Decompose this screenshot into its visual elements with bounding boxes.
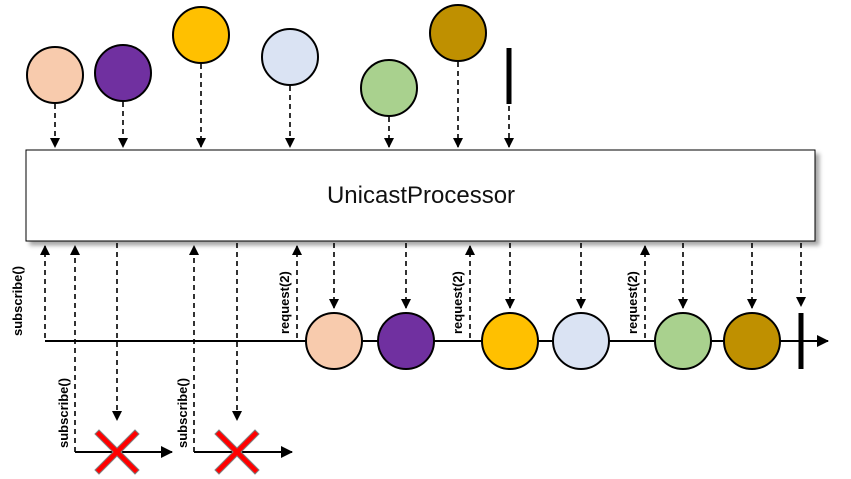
error-cross-icon bbox=[214, 429, 260, 475]
request-arrows bbox=[40, 245, 650, 452]
downstream-marble-4 bbox=[552, 312, 610, 370]
downstream-marble-5 bbox=[654, 312, 712, 370]
request-label-1: request(2) bbox=[277, 271, 292, 334]
processor-label: UnicastProcessor bbox=[327, 182, 515, 209]
upstream-arrows bbox=[50, 62, 514, 148]
emission-arrows bbox=[112, 243, 806, 421]
request-label-3: request(2) bbox=[625, 271, 640, 334]
upstream-marble-3 bbox=[172, 6, 230, 64]
downstream-marble-2 bbox=[377, 312, 435, 370]
processor-box bbox=[25, 149, 816, 242]
upstream-marble-4 bbox=[261, 28, 319, 86]
subscribe-label-main: subscribe() bbox=[10, 266, 25, 336]
error-cross-icon bbox=[94, 429, 140, 475]
downstream-marble-1 bbox=[305, 312, 363, 370]
downstream-marble-3 bbox=[481, 312, 539, 370]
upstream-marble-1 bbox=[26, 46, 84, 104]
upstream-marble-2 bbox=[94, 44, 152, 102]
upstream-marble-5 bbox=[360, 59, 418, 117]
upstream-marble-6 bbox=[429, 4, 487, 62]
downstream-marble-6 bbox=[723, 312, 781, 370]
request-label-2: request(2) bbox=[450, 271, 465, 334]
upstream-marbles bbox=[26, 4, 512, 117]
subscribe-label-second: subscribe() bbox=[56, 378, 71, 448]
downstream-marbles bbox=[305, 312, 804, 370]
subscribe-label-third: subscribe() bbox=[175, 378, 190, 448]
